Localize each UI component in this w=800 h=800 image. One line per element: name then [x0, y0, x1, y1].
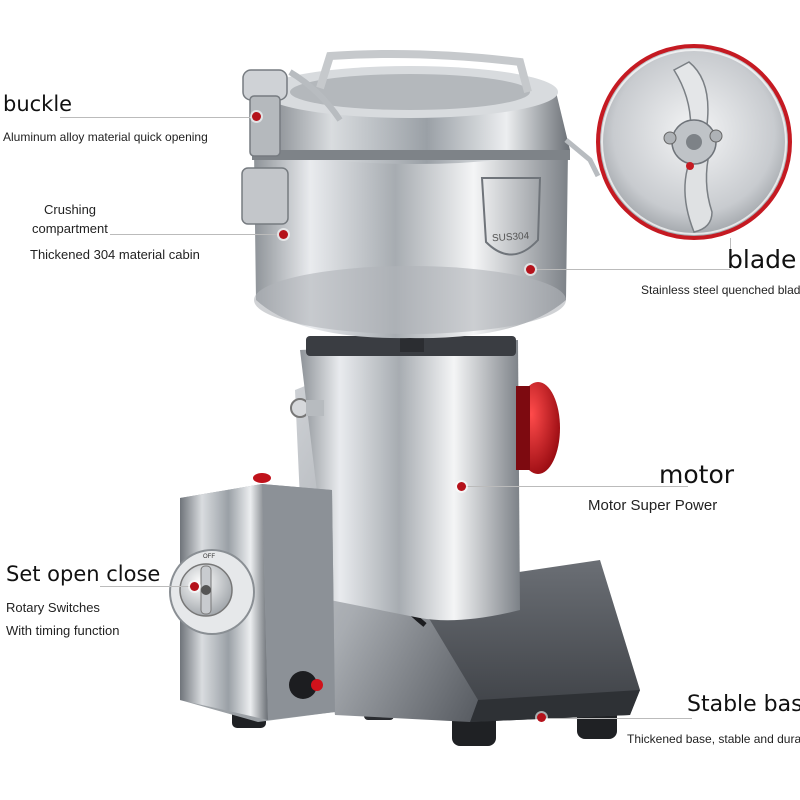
blade-desc: Stainless steel quenched blade — [641, 283, 800, 297]
leader-line-switch — [100, 586, 195, 587]
callout-dot-blade — [526, 265, 535, 274]
callout-dot-motor — [457, 482, 466, 491]
callout-dot-switch — [190, 582, 199, 591]
callout-dot-crushing — [279, 230, 288, 239]
leader-line-base — [542, 718, 692, 719]
motor-title: motor — [659, 460, 735, 489]
leader-line-crushing — [110, 234, 282, 235]
buckle-desc: Aluminum alloy material quick opening — [3, 130, 208, 144]
crushing-desc: Thickened 304 material cabin — [30, 247, 200, 262]
leader-line-blade — [533, 269, 730, 270]
leader-line-motor — [463, 486, 688, 487]
base-title: Stable base — [687, 692, 800, 717]
switch-desc-line1: Rotary Switches — [6, 600, 100, 615]
buckle-title: buckle — [3, 92, 73, 116]
blade-closeup-image — [596, 44, 792, 240]
motor-desc: Motor Super Power — [588, 497, 718, 514]
crushing-title-line2: compartment — [32, 221, 108, 236]
switch-desc-line2: With timing function — [6, 623, 120, 638]
base-desc: Thickened base, stable and durable — [627, 732, 800, 746]
blade-title: blade — [727, 245, 797, 274]
leader-line-buckle — [60, 117, 258, 118]
crushing-title-line1: Crushing — [44, 202, 97, 217]
dial-off-label: OFF — [203, 554, 215, 560]
callout-dot-buckle — [252, 112, 261, 121]
switch-title: Set open close — [6, 562, 161, 586]
leader-line-blade-circle — [730, 238, 731, 262]
callout-dot-base — [537, 713, 546, 722]
